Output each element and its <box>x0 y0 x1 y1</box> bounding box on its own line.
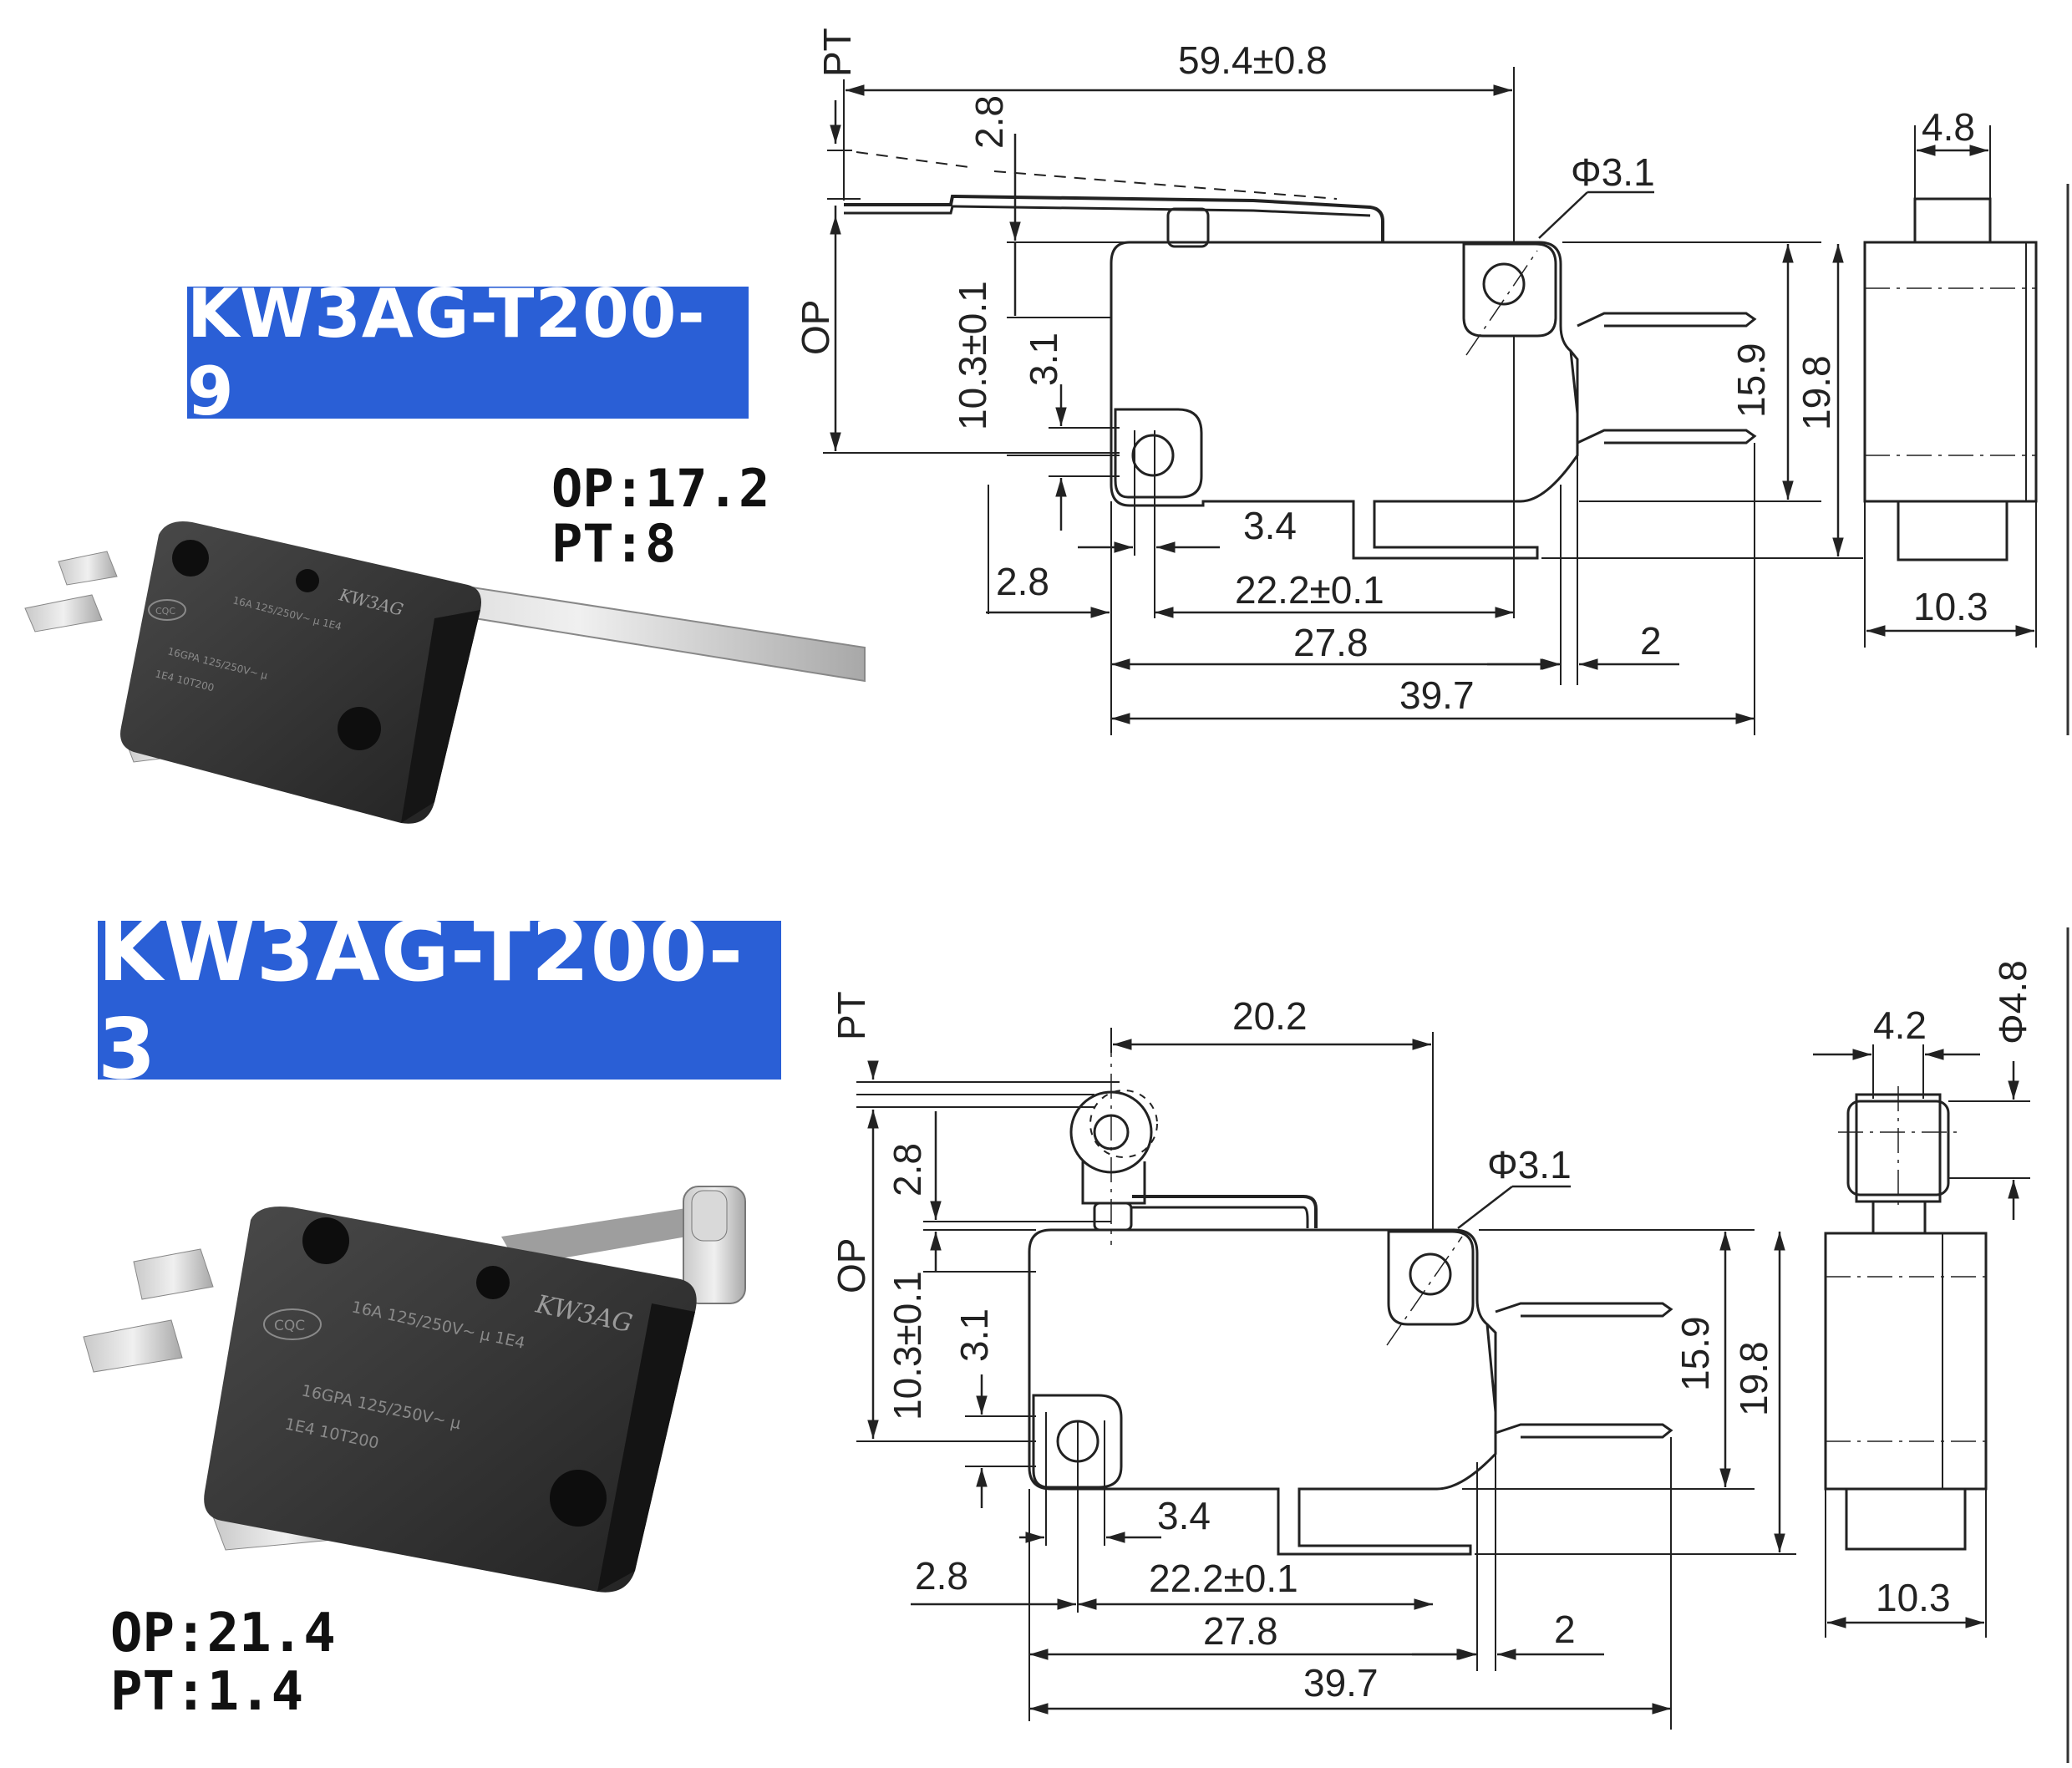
dim-height-tol-2: 10.3±0.1 <box>886 1271 929 1420</box>
dim-overall-1: 59.4±0.8 <box>1178 38 1328 82</box>
dim-roller-dia-2: Φ4.8 <box>1991 960 2034 1044</box>
product-photo-2: KW3AG 16A 125/250V~ µ 1E4 16GPA 125/250V… <box>83 1186 746 1593</box>
dim-body-h-2: 15.9 <box>1673 1316 1717 1391</box>
dim-term-gap-1: 2 <box>1640 619 1662 663</box>
dim-op-2: OP <box>830 1238 873 1293</box>
dim-left-offset-1: 2.8 <box>996 560 1049 603</box>
dim-total-h-2: 19.8 <box>1732 1341 1775 1416</box>
dim-roller-pos-2: 20.2 <box>1232 994 1308 1038</box>
dim-hole-pitch-h-1: 22.2±0.1 <box>1235 568 1384 612</box>
dim-body-len-2: 27.8 <box>1203 1609 1278 1653</box>
side-view-1: 4.8 10.3 <box>1863 105 2038 648</box>
dim-side-width-1: 10.3 <box>1913 585 1988 628</box>
dim-pt-1: PT <box>815 28 859 77</box>
pt-value-1: PT:8 <box>551 513 677 574</box>
dim-lever-drop-1: 2.8 <box>967 95 1011 149</box>
model-title-1: KW3AG-T200-9 <box>187 275 749 430</box>
dim-side-top-1: 4.8 <box>1922 105 1975 149</box>
dim-side-top-2: 4.2 <box>1873 1003 1927 1047</box>
dim-body-len-1: 27.8 <box>1293 621 1369 664</box>
dim-total-len-2: 39.7 <box>1303 1661 1379 1704</box>
dim-op-1: OP <box>794 300 837 355</box>
dim-side-width-2: 10.3 <box>1876 1576 1951 1619</box>
dim-hole-1: Φ3.1 <box>1571 150 1655 194</box>
dim-hole-dia-1: 3.4 <box>1243 504 1297 547</box>
photo-cert-2: CQC <box>274 1318 305 1334</box>
dim-hole-pitch-v-2: 3.1 <box>952 1308 996 1362</box>
dim-total-len-1: 39.7 <box>1399 673 1475 717</box>
op-value-2: OP:21.4 <box>110 1603 336 1664</box>
dim-total-h-1: 19.8 <box>1795 355 1838 430</box>
dim-lever-drop-2: 2.8 <box>886 1143 929 1196</box>
front-view-2: 20.2 Φ3.1 3.4 2.8 22.2±0.1 27.8 2 39.7 P… <box>830 991 1796 1730</box>
dim-hole-pitch-v-1: 3.1 <box>1022 333 1065 386</box>
dim-height-tol-1: 10.3±0.1 <box>951 281 994 430</box>
dim-hole-pitch-h-2: 22.2±0.1 <box>1149 1557 1298 1600</box>
front-view-1: 59.4±0.8 Φ3.1 3.4 2.8 22.2±0.1 27.8 2 39… <box>794 28 1863 735</box>
dim-left-offset-2: 2.8 <box>915 1554 968 1598</box>
dim-hole-2: Φ3.1 <box>1487 1143 1572 1186</box>
photo-cert-1: CQC <box>155 606 175 617</box>
side-view-2: 4.2 Φ4.8 10.3 <box>1813 960 2034 1638</box>
product-photo-1: KW3AG 16A 125/250V~ µ 1E4 16GPA 125/250V… <box>24 521 866 824</box>
dim-term-gap-2: 2 <box>1554 1608 1576 1651</box>
dim-hole-dia-2: 3.4 <box>1157 1494 1211 1537</box>
op-value-1: OP:17.2 <box>551 458 770 519</box>
dim-body-h-1: 15.9 <box>1729 343 1773 418</box>
dim-pt-2: PT <box>830 991 873 1040</box>
pt-value-2: PT:1.4 <box>110 1661 304 1723</box>
